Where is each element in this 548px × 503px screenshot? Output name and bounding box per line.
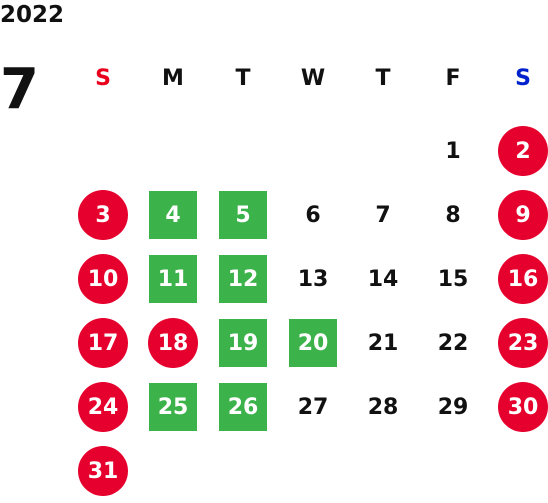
day-holiday: 23 <box>498 318 548 368</box>
day-normal: 15 <box>437 266 469 292</box>
day-holiday: 17 <box>78 318 128 368</box>
day-normal: 22 <box>437 330 469 356</box>
day-normal: 29 <box>437 394 469 420</box>
day-work: 5 <box>219 191 267 239</box>
day-cell[interactable]: 4 <box>138 183 208 247</box>
day-normal: 14 <box>367 266 399 292</box>
weekday-4: T <box>375 66 391 91</box>
day-cell[interactable]: 5 <box>208 183 278 247</box>
day-cell[interactable]: 11 <box>138 247 208 311</box>
year-label: 2022 <box>0 2 65 28</box>
day-holiday: 3 <box>78 190 128 240</box>
day-cell[interactable]: 12 <box>208 247 278 311</box>
day-holiday: 2 <box>498 126 548 176</box>
day-work: 19 <box>219 319 267 367</box>
day-cell[interactable]: 1 <box>418 119 488 183</box>
day-normal: 7 <box>375 202 391 228</box>
day-cell[interactable]: 20 <box>278 311 348 375</box>
day-cell[interactable]: 25 <box>138 375 208 439</box>
day-holiday: 10 <box>78 254 128 304</box>
day-cell[interactable]: 15 <box>418 247 488 311</box>
day-normal: 1 <box>445 138 461 164</box>
day-holiday: 31 <box>78 446 128 496</box>
day-normal: 28 <box>367 394 399 420</box>
day-cell[interactable]: 14 <box>348 247 418 311</box>
day-cell[interactable]: 22 <box>418 311 488 375</box>
day-cell[interactable]: 21 <box>348 311 418 375</box>
day-work: 12 <box>219 255 267 303</box>
day-cell[interactable]: 16 <box>488 247 548 311</box>
day-cell[interactable]: 23 <box>488 311 548 375</box>
day-work: 26 <box>219 383 267 431</box>
weekday-1: M <box>162 66 184 91</box>
day-cell[interactable]: 27 <box>278 375 348 439</box>
day-cell[interactable]: 28 <box>348 375 418 439</box>
day-cell[interactable]: 17 <box>68 311 138 375</box>
day-normal: 13 <box>297 266 329 292</box>
day-holiday: 18 <box>148 318 198 368</box>
day-cell[interactable]: 26 <box>208 375 278 439</box>
day-cell[interactable]: 18 <box>138 311 208 375</box>
day-cell[interactable]: 6 <box>278 183 348 247</box>
day-cell[interactable]: 2 <box>488 119 548 183</box>
day-normal: 6 <box>305 202 321 228</box>
day-holiday: 9 <box>498 190 548 240</box>
day-cell[interactable]: 8 <box>418 183 488 247</box>
day-cell[interactable]: 13 <box>278 247 348 311</box>
day-cell[interactable]: 29 <box>418 375 488 439</box>
day-cell[interactable]: 19 <box>208 311 278 375</box>
day-cell[interactable]: 31 <box>68 439 138 503</box>
day-cell[interactable]: 7 <box>348 183 418 247</box>
day-cell[interactable]: 9 <box>488 183 548 247</box>
day-work: 11 <box>149 255 197 303</box>
weekday-3: W <box>300 66 326 91</box>
day-work: 4 <box>149 191 197 239</box>
day-cell[interactable]: 3 <box>68 183 138 247</box>
weekday-0: S <box>95 66 111 91</box>
weekday-5: F <box>445 66 461 91</box>
month-label: 7 <box>0 57 39 122</box>
day-normal: 21 <box>367 330 399 356</box>
day-work: 20 <box>289 319 337 367</box>
day-cell[interactable]: 24 <box>68 375 138 439</box>
day-normal: 27 <box>297 394 329 420</box>
day-holiday: 30 <box>498 382 548 432</box>
day-holiday: 16 <box>498 254 548 304</box>
day-cell[interactable]: 10 <box>68 247 138 311</box>
day-work: 25 <box>149 383 197 431</box>
day-cell[interactable]: 30 <box>488 375 548 439</box>
day-holiday: 24 <box>78 382 128 432</box>
weekday-2: T <box>235 66 251 91</box>
weekday-6: S <box>515 66 531 91</box>
day-normal: 8 <box>445 202 461 228</box>
